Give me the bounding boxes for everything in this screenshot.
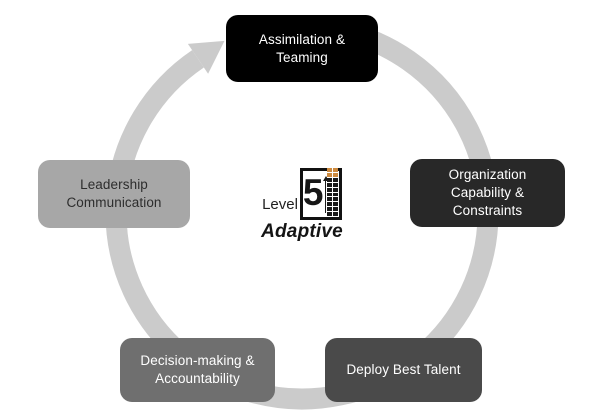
- cycle-node-assimilation-teaming: Assimilation & Teaming: [226, 15, 378, 82]
- brand-logo: Level 5 Adaptive: [252, 168, 352, 243]
- ladder-grid-icon: [326, 168, 338, 216]
- level5-logo-mark: 5: [299, 168, 342, 220]
- cycle-node-deploy-best-talent: Deploy Best Talent: [325, 338, 482, 402]
- cycle-arrowhead-icon: [187, 40, 225, 74]
- cycle-node-leadership-communication: Leadership Communication: [38, 160, 190, 228]
- numeral-5: 5: [302, 172, 324, 213]
- brand-tagline: Adaptive: [261, 221, 343, 242]
- up-arrow-icon: [322, 176, 329, 213]
- brand-word: Level: [262, 196, 298, 213]
- cycle-node-organization-capability-constraints: Organization Capability & Constraints: [410, 159, 565, 227]
- cycle-node-decision-making-accountability: Decision-making & Accountability: [120, 338, 275, 402]
